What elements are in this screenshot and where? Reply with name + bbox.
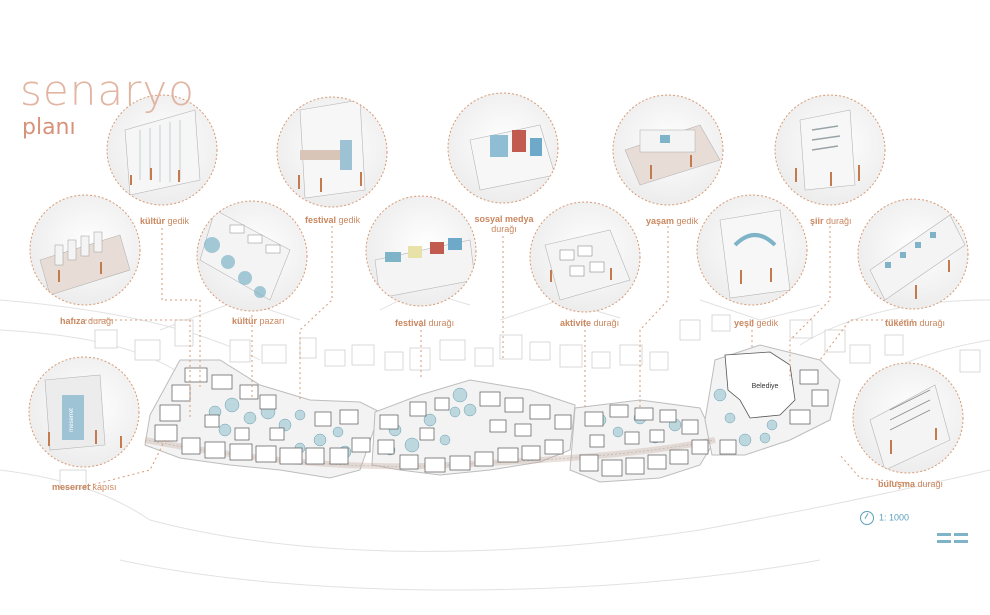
vignette-kultur-gedik [107,95,217,205]
scale-text: 1: 1000 [879,512,910,523]
vignette-kultur-pazari [197,201,307,311]
vignette-tuketim-duragi [858,199,968,309]
page-title: senaryo [20,66,195,115]
vignette-circles: meserret [28,92,969,474]
label-siir-duragi: şiir durağı [810,216,852,226]
label-hafiza-duragi: hafıza durağı [60,316,114,326]
label-yasam-gedik: yaşam gedik [646,216,699,226]
label-festival-gedik: festival gedik [305,215,361,225]
label-aktivite-duragi: aktivite durağı [560,318,620,328]
belediye-label: Belediye [752,383,779,390]
north-arrow-icon [860,511,874,525]
label-bulusma-duragi: buluşma durağı [878,479,944,489]
label-meserret-kapisi: meserret kapısı [52,482,117,492]
vignette-festival-gedik [277,97,387,207]
vignette-festival-duragi [366,196,476,306]
vignette-yesil-gedik [697,195,807,305]
double-bar-icon [937,533,969,545]
scale-indicator: 1: 1000 [860,511,909,525]
belediye-building [724,351,796,419]
block-buildings [154,367,829,477]
meserret-sign: meserret [69,408,75,432]
vignette-aktivite-duragi [530,202,640,312]
context-buildings [59,314,981,489]
label-yesil-gedik: yeşil gedik [734,318,779,328]
vignette-yasam-gedik [613,95,723,205]
vignette-meserret-kapisi: meserret [29,357,139,467]
label-kultur-pazari: kültür pazarı [232,316,285,326]
label-kultur-gedik: kültür gedik [140,216,190,226]
label-festival-duragi: festival durağı [395,318,455,328]
vignette-bulusma-duragi [853,363,963,473]
leader-lines [83,226,913,488]
vignette-sosyal-medya [448,93,558,203]
label-tuketim-duragi: tüketim durağı [885,318,946,328]
vignette-siir-duragi [775,95,885,205]
vignette-hafiza-duragi [30,195,140,305]
page-subtitle: planı [22,115,76,140]
context-streets [0,289,990,591]
